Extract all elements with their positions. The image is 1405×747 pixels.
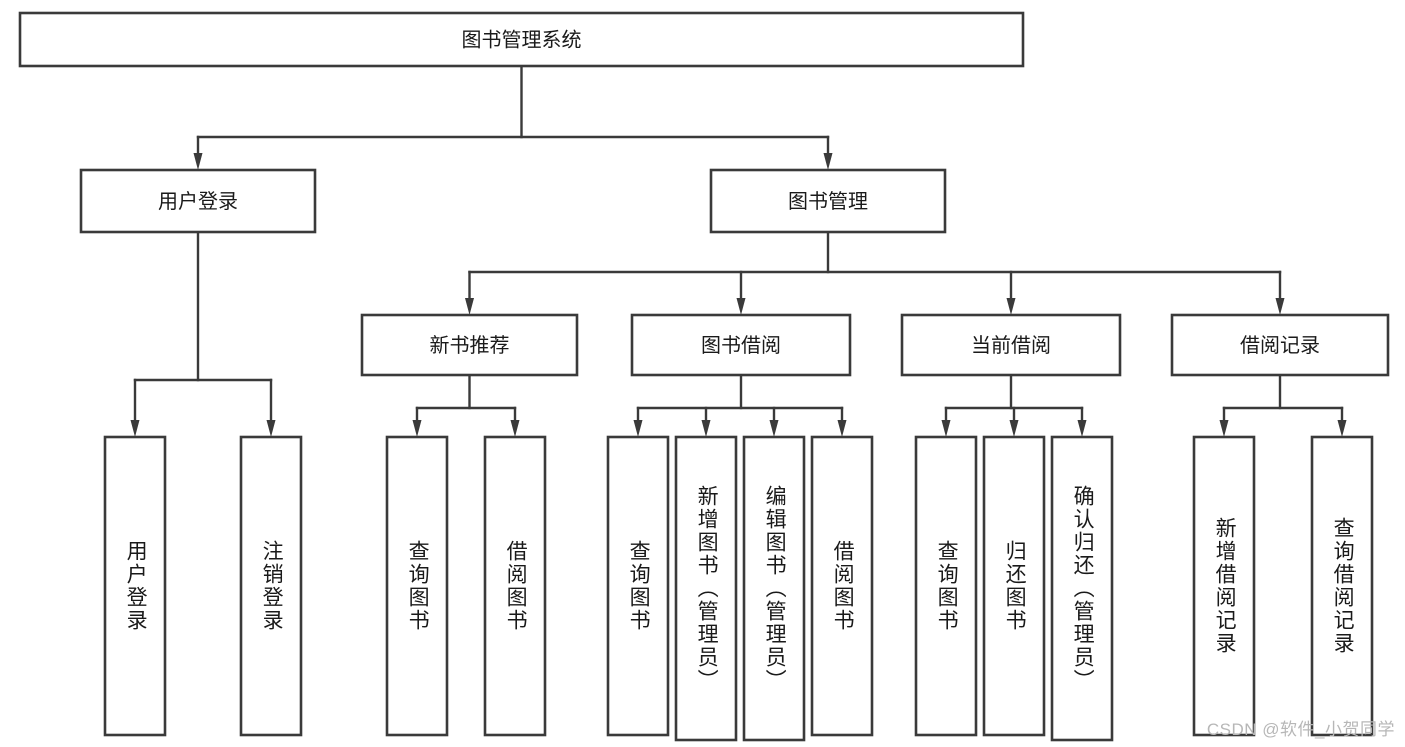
root-arrow-1 — [823, 153, 833, 170]
leaf-book-borrow-arrow-2 — [769, 420, 779, 437]
leaf-user-login-arrow-0 — [130, 420, 140, 437]
node-box-leaf-confirm-return[interactable] — [1050, 435, 1114, 742]
node-box-leaf-user-login[interactable] — [103, 435, 167, 737]
leaf-borrow-record-arrow-1 — [1337, 420, 1347, 437]
node-label-current-borrow: 当前借阅 — [971, 334, 1051, 357]
node-label-user-login: 用户登录 — [158, 190, 238, 213]
node-box-user-login[interactable] — [79, 168, 317, 234]
node-box-leaf-borrow-book-rec[interactable] — [483, 435, 547, 737]
node-box-leaf-add-book[interactable] — [674, 435, 738, 742]
node-box-leaf-query-book-borrow[interactable] — [606, 435, 670, 737]
node-box-leaf-query-book-current[interactable] — [914, 435, 978, 737]
book-manage-arrow-0 — [465, 298, 474, 315]
node-box-new-book-rec[interactable] — [360, 313, 579, 377]
node-box-leaf-borrow-book[interactable] — [810, 435, 874, 737]
node-label-borrow-record: 借阅记录 — [1240, 334, 1320, 357]
book-manage-arrow-2 — [1006, 298, 1016, 315]
node-box-leaf-add-record[interactable] — [1192, 435, 1256, 737]
node-box-leaf-return-book[interactable] — [982, 435, 1046, 737]
leaf-current-borrow-arrow-1 — [1009, 420, 1019, 437]
leaf-borrow-record-arrow-0 — [1219, 420, 1229, 437]
book-manage-arrow-3 — [1275, 298, 1285, 315]
boxes-layer — [18, 11, 1390, 742]
leaf-new-book-rec-arrow-0 — [412, 420, 422, 437]
node-box-leaf-query-book-rec[interactable] — [385, 435, 449, 737]
node-box-root[interactable] — [18, 11, 1025, 68]
node-box-leaf-query-record[interactable] — [1310, 435, 1374, 737]
node-label-root: 图书管理系统 — [462, 29, 582, 52]
node-label-book-borrow: 图书借阅 — [701, 334, 781, 357]
leaf-user-login-arrow-1 — [266, 420, 276, 437]
node-label-book-manage: 图书管理 — [788, 190, 868, 213]
leaf-book-borrow-arrow-3 — [837, 420, 847, 437]
leaf-new-book-rec-arrow-1 — [510, 420, 520, 437]
node-label-new-book-rec: 新书推荐 — [430, 334, 510, 357]
csdn-watermark: CSDN @软件_小贺同学 — [1206, 720, 1395, 739]
leaf-book-borrow-arrow-0 — [633, 420, 643, 437]
node-box-current-borrow[interactable] — [900, 313, 1122, 377]
node-box-book-borrow[interactable] — [630, 313, 852, 377]
book-manage-arrow-1 — [736, 298, 746, 315]
node-box-leaf-user-logout[interactable] — [239, 435, 303, 737]
node-box-book-manage[interactable] — [709, 168, 947, 234]
node-box-leaf-edit-book[interactable] — [742, 435, 806, 742]
connectors-layer — [130, 64, 1347, 437]
leaf-current-borrow-arrow-2 — [1077, 420, 1087, 437]
root-arrow-0 — [193, 153, 203, 170]
leaf-current-borrow-arrow-0 — [941, 420, 951, 437]
leaf-book-borrow-arrow-1 — [701, 420, 711, 437]
node-box-borrow-record[interactable] — [1170, 313, 1390, 377]
